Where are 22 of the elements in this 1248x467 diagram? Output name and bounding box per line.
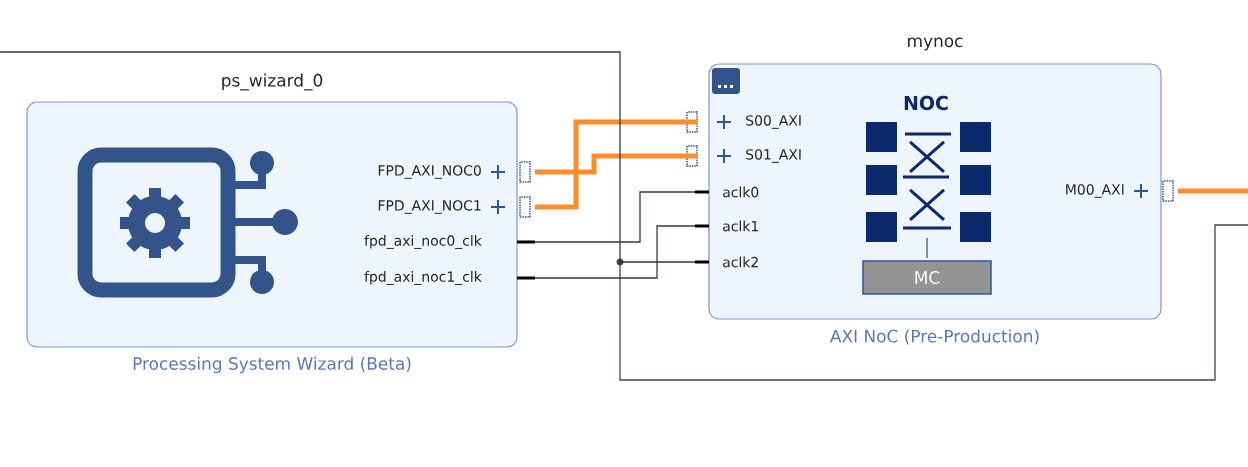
block-type-label: AXI NoC (Pre-Production) bbox=[830, 329, 1039, 345]
port-label: fpd_axi_noc0_clk bbox=[364, 235, 482, 249]
port-label: FPD_AXI_NOC0 bbox=[378, 165, 481, 179]
wire bbox=[534, 191, 696, 243]
port-label: aclk1 bbox=[723, 220, 758, 232]
block-type-label: Processing System Wizard (Beta) bbox=[133, 356, 411, 374]
port-label: S01_AXI bbox=[746, 149, 801, 163]
block-name: ps_wizard_0 bbox=[222, 73, 323, 91]
port-label: FPD_AXI_NOC1 bbox=[378, 200, 481, 214]
noc-label: NOC bbox=[904, 95, 948, 111]
wire bbox=[1178, 188, 1248, 194]
port-label: M00_AXI bbox=[1066, 184, 1124, 198]
wire bbox=[535, 153, 697, 175]
port-label: fpd_axi_noc1_clk bbox=[364, 271, 482, 285]
port-label: S00_AXI bbox=[746, 115, 801, 129]
block-name: mynoc bbox=[908, 37, 963, 51]
memory-controller-box: MC bbox=[862, 260, 992, 295]
port-label: aclk0 bbox=[723, 186, 759, 198]
wire bbox=[0, 51, 696, 263]
port-label: aclk2 bbox=[723, 256, 758, 268]
wire bbox=[534, 225, 696, 279]
wire bbox=[535, 119, 697, 210]
